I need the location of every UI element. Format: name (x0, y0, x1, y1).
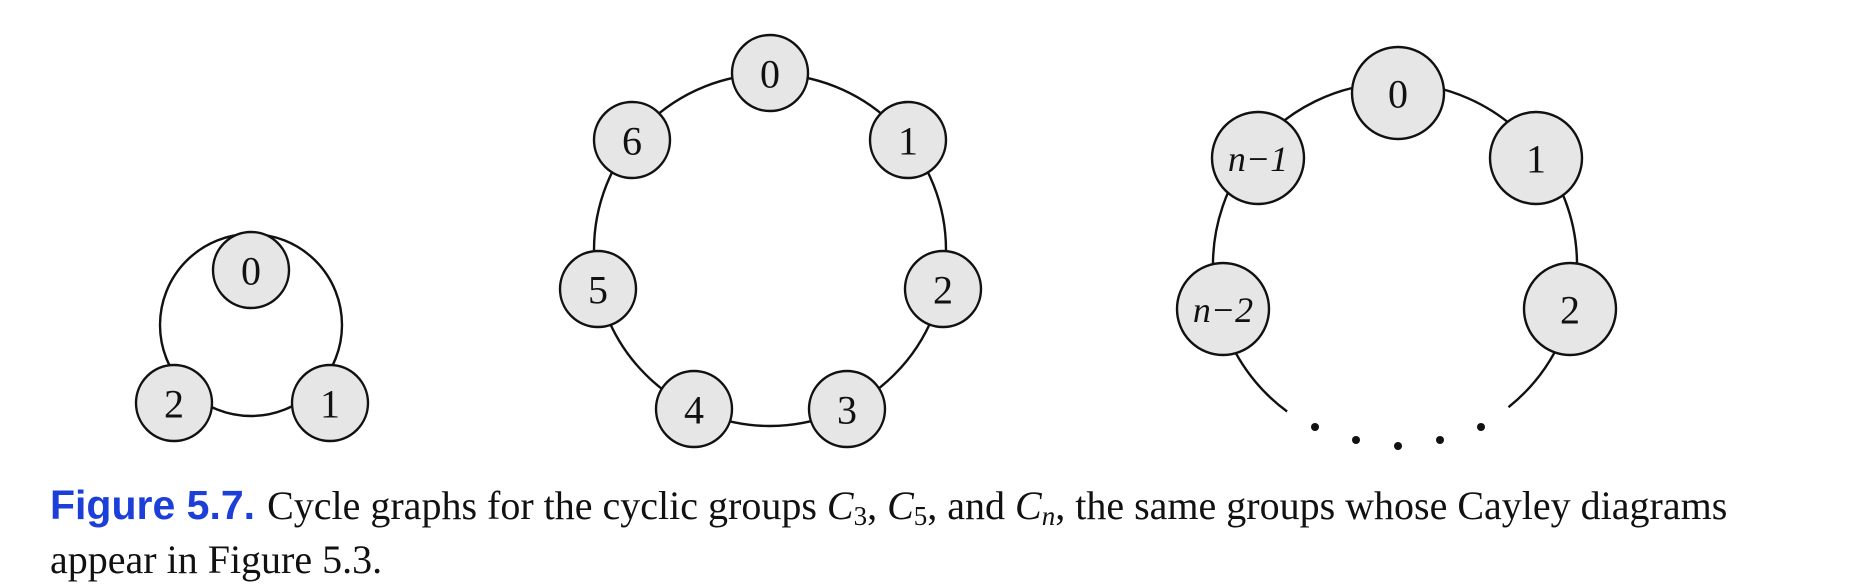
ellipsis-dot (1311, 423, 1319, 431)
ellipsis-dot (1394, 442, 1402, 450)
caption-text-pre: Cycle graphs for the cyclic groups (267, 483, 827, 528)
group-cn-subscript: n (1042, 501, 1056, 531)
c7-node-1-label: 1 (898, 119, 918, 164)
c7-node-5-label: 5 (588, 268, 608, 313)
c7-node-6: 6 (592, 100, 672, 180)
c7-node-0-label: 0 (760, 52, 780, 97)
group-cn-symbol: C (1015, 483, 1042, 528)
c7-node-2: 2 (903, 249, 983, 329)
c7-node-1: 1 (868, 100, 948, 180)
c3-node-0-label: 0 (241, 249, 261, 294)
caption-sep-2: , and (927, 483, 1016, 528)
c3-node-1-label: 1 (320, 382, 340, 427)
c7-node-4: 4 (654, 369, 734, 449)
cycle-graph-c3: 0 1 2 (134, 230, 370, 443)
cycle-graphs-figure: 0 1 2 0 1 2 3 4 (134, 33, 1618, 450)
c7-node-5: 5 (558, 249, 638, 329)
c3-node-1: 1 (290, 363, 370, 443)
c7-node-2-label: 2 (933, 268, 953, 313)
c7-node-3: 3 (807, 369, 887, 449)
ellipsis-dot (1477, 423, 1485, 431)
cn-node-n-minus-1-label: n−1 (1228, 139, 1288, 179)
cycle-graph-c7: 0 1 2 3 4 5 6 (558, 33, 983, 449)
c7-node-6-label: 6 (622, 119, 642, 164)
group-cn-subscript-n: n (1041, 501, 1056, 531)
cn-node-n-minus-2: n−2 (1175, 261, 1271, 357)
cn-node-0-label: 0 (1388, 72, 1408, 117)
cn-node-2-label: 2 (1560, 288, 1580, 333)
caption-sep-1: , (867, 483, 888, 528)
ellipsis-dots (1311, 423, 1485, 450)
c7-node-4-label: 4 (684, 388, 704, 433)
cn-node-n-minus-1: n−1 (1210, 110, 1306, 206)
cycle-graph-cn: 0 1 2 n−2 n−1 (1175, 45, 1618, 450)
cn-node-1-label: 1 (1526, 137, 1546, 182)
group-c5-subscript: 5 (913, 501, 928, 531)
group-c3-symbol: C (826, 483, 854, 528)
caption-text-post: , the same groups whose Cayley diagrams … (50, 483, 1728, 582)
cn-node-2: 2 (1522, 261, 1618, 357)
c3-node-2-label: 2 (164, 382, 184, 427)
ellipsis-dot (1352, 436, 1360, 444)
cn-node-1: 1 (1488, 110, 1584, 206)
group-c5-symbol: C (887, 483, 914, 528)
figure-caption: Figure 5.7.Cycle graphs for the cyclic g… (50, 478, 1810, 587)
group-c3-subscript: 3 (853, 501, 868, 531)
cn-node-n-minus-2-label: n−2 (1193, 290, 1253, 330)
figure-label: Figure 5.7. (50, 482, 256, 528)
c7-node-0: 0 (730, 33, 810, 113)
ellipsis-dot (1436, 436, 1444, 444)
c7-node-3-label: 3 (837, 388, 857, 433)
cn-node-0: 0 (1350, 45, 1446, 141)
c3-node-2: 2 (134, 363, 214, 443)
c3-node-0: 0 (211, 230, 291, 310)
